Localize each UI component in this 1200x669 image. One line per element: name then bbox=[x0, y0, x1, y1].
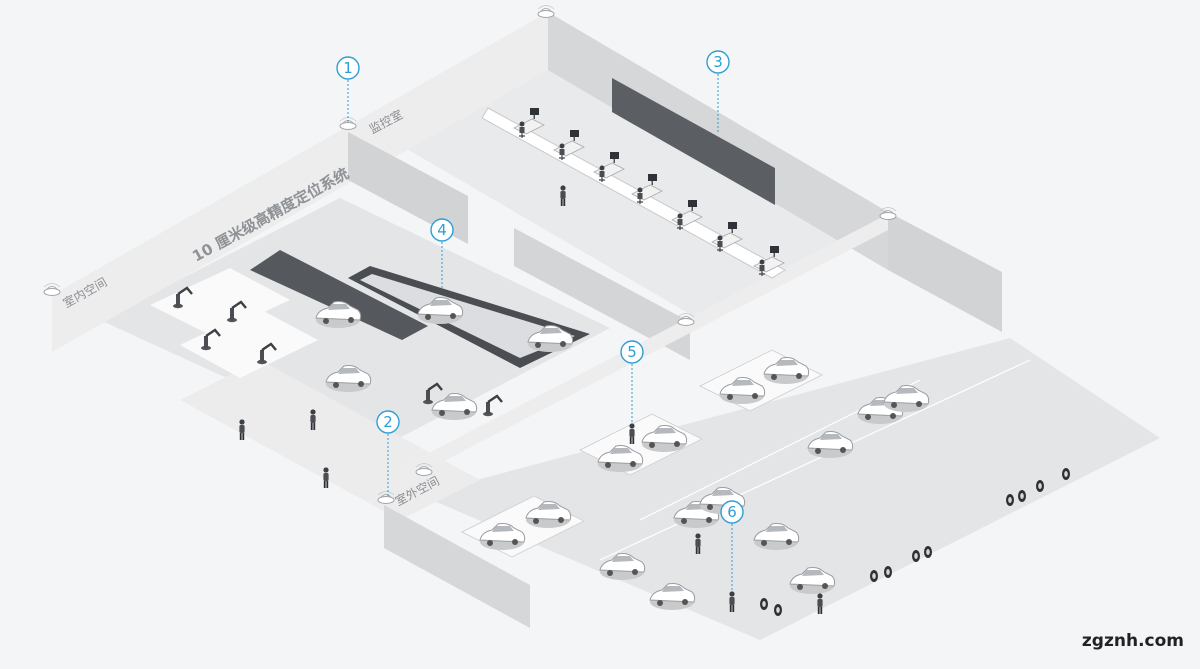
marker-label: 2 bbox=[383, 413, 393, 431]
tire-stack-icon bbox=[774, 604, 782, 616]
tire-stack-icon bbox=[924, 546, 932, 558]
marker-label: 5 bbox=[627, 343, 637, 361]
front-wall bbox=[384, 505, 530, 628]
wifi-anchor-icon bbox=[879, 207, 897, 220]
robot-cell bbox=[150, 268, 290, 336]
marker-label: 6 bbox=[727, 503, 737, 521]
marker-label: 3 bbox=[713, 53, 723, 71]
divider-wall bbox=[400, 214, 888, 484]
wifi-anchor-icon bbox=[537, 5, 555, 18]
dashboard-screen bbox=[612, 78, 775, 205]
wifi-anchor-icon bbox=[43, 283, 61, 296]
person-icon bbox=[817, 593, 823, 614]
marker-1: 1 bbox=[336, 56, 360, 122]
tire-stack-icon bbox=[884, 566, 892, 578]
conveyor-belt-left bbox=[250, 250, 428, 340]
robot-arm-icon bbox=[481, 394, 504, 418]
watermark: zgznh.com bbox=[1082, 631, 1184, 651]
tire-stack-icon bbox=[1018, 490, 1026, 502]
person-icon bbox=[323, 467, 329, 488]
wifi-anchor-icon bbox=[677, 313, 695, 326]
wifi-anchor-icon bbox=[339, 117, 357, 130]
marker-label: 4 bbox=[437, 221, 447, 239]
tire-stack-icon bbox=[1006, 494, 1014, 506]
inner-wall bbox=[514, 228, 690, 360]
marker-label: 1 bbox=[343, 59, 353, 77]
marker-3: 3 bbox=[706, 50, 730, 134]
marker-5: 5 bbox=[620, 340, 644, 424]
tire-stack-icon bbox=[1062, 468, 1070, 480]
marker-2: 2 bbox=[376, 410, 400, 496]
conveyor-surface bbox=[360, 274, 575, 358]
person-icon bbox=[239, 419, 245, 440]
tire-stack-icon bbox=[760, 598, 768, 610]
marker-4: 4 bbox=[430, 218, 454, 290]
tire-stack-icon bbox=[870, 570, 878, 582]
robot-cell bbox=[180, 308, 318, 378]
monitor-room-wall bbox=[348, 132, 468, 244]
right-wall-end bbox=[888, 212, 1002, 332]
back-wall-left bbox=[52, 12, 548, 352]
tire-stack-icon bbox=[912, 550, 920, 562]
marker-6: 6 bbox=[720, 500, 744, 592]
tire-stack-icon bbox=[1036, 480, 1044, 492]
